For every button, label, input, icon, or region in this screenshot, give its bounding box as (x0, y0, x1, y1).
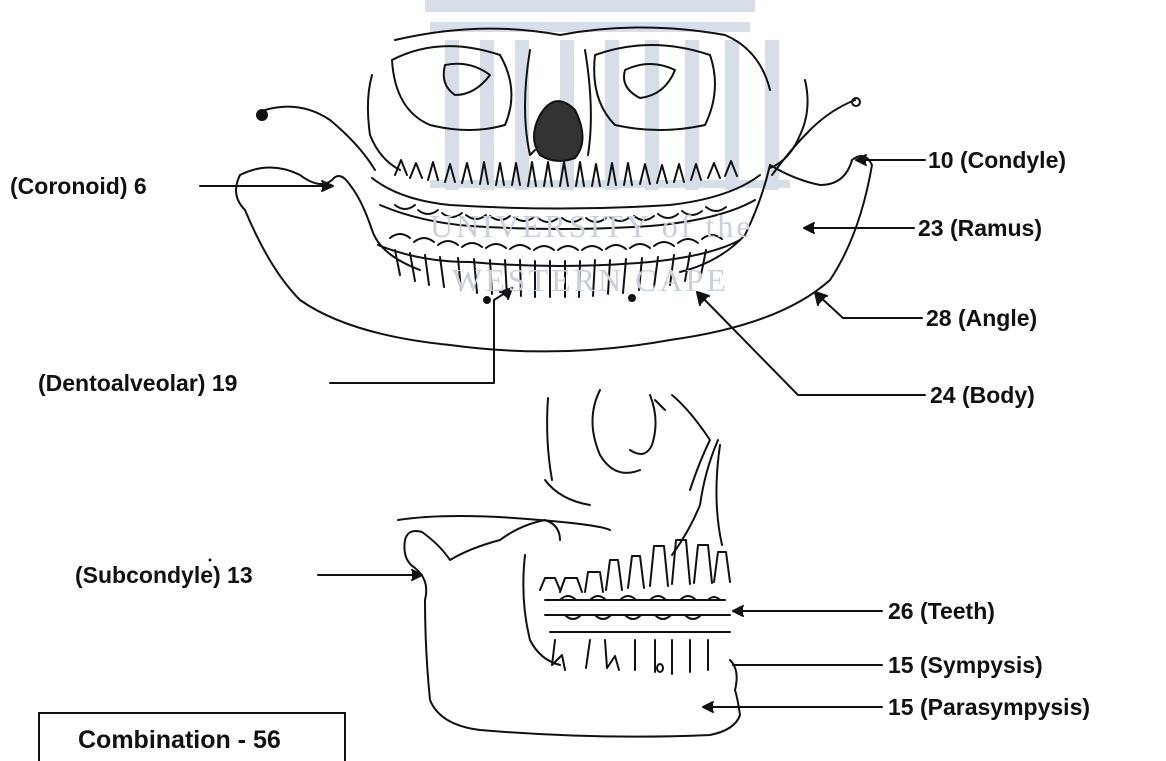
watermark-line2: WESTERN CAPE (452, 262, 729, 299)
combination-box: Combination - 56 (38, 712, 346, 761)
label-parasymphysis: 15 (Parasympysis) (888, 694, 1090, 720)
mandible-lateral (398, 516, 740, 737)
label-condyle: 10 (Condyle) (928, 147, 1066, 173)
label-ramus: 23 (Ramus) (918, 215, 1042, 241)
label-symphysis: 15 (Sympysis) (888, 652, 1043, 678)
label-dentoalveolar: (Dentoalveolar) 19 (38, 370, 237, 396)
label-teeth: 26 (Teeth) (888, 598, 995, 624)
skull-lateral (545, 390, 722, 555)
watermark-line1: UNIVERSITY of the (430, 208, 754, 245)
label-body: 24 (Body) (930, 382, 1035, 408)
label-angle: 28 (Angle) (926, 305, 1037, 331)
label-coronoid: (Coronoid) 6 (10, 173, 147, 199)
label-subcondyle: (Subcondyle) 13 (75, 562, 253, 588)
